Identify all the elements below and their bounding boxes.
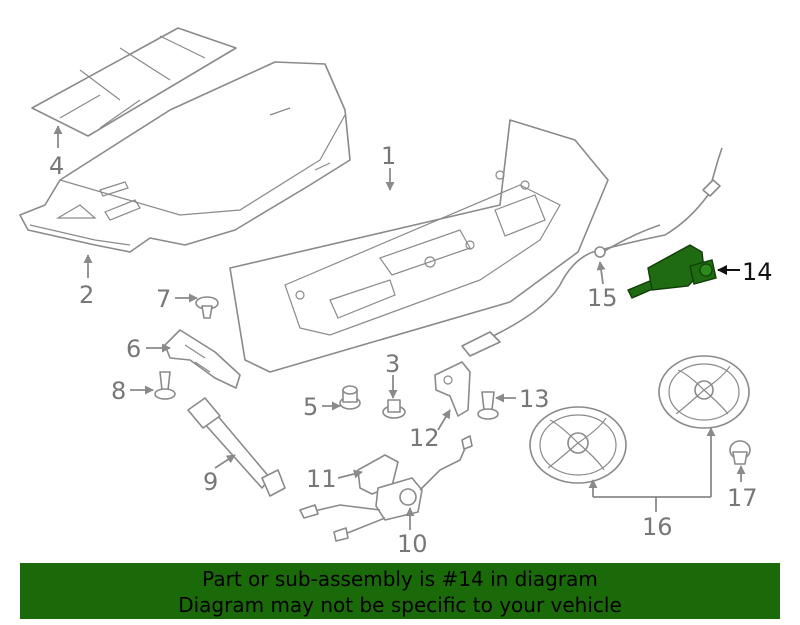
part-7-clip [195, 296, 219, 319]
part-13-screw [477, 391, 499, 420]
callout-5: 5 [303, 393, 318, 421]
callout-2: 2 [79, 281, 94, 309]
part-2-rear-shelf [19, 61, 351, 253]
callout-9: 9 [203, 468, 218, 496]
callout-6: 6 [126, 335, 141, 363]
part-16-fan-right [658, 355, 750, 429]
banner-line-2: Diagram may not be specific to your vehi… [178, 593, 622, 617]
part-8-bolt [154, 371, 176, 400]
part-9-gas-strut [187, 397, 286, 497]
part-3-stopper [382, 399, 406, 419]
leader-lines [53, 125, 746, 530]
part-4-insulator-pad [31, 27, 237, 137]
parts-diagram: 1 2 3 4 5 6 7 8 9 10 11 12 13 14 15 16 1… [19, 27, 773, 558]
info-banner: Part or sub-assembly is #14 in diagram D… [20, 563, 780, 619]
callout-13: 13 [519, 385, 550, 413]
callout-8: 8 [111, 377, 126, 405]
callout-11: 11 [306, 465, 337, 493]
part-6-hinge [164, 329, 241, 389]
part-1-trunk-lid [229, 119, 609, 373]
callout-4: 4 [49, 152, 64, 180]
banner-line-1: Part or sub-assembly is #14 in diagram [202, 567, 598, 591]
callout-16: 16 [642, 513, 673, 541]
callout-1: 1 [381, 142, 396, 170]
callout-14: 14 [742, 258, 773, 286]
part-5-bumper [339, 385, 361, 410]
part-17-clip [729, 440, 751, 465]
callout-10: 10 [397, 530, 428, 558]
callout-12: 12 [409, 424, 440, 452]
part-16-fan-left [529, 406, 627, 484]
callout-3: 3 [385, 350, 400, 378]
callout-7: 7 [156, 285, 171, 313]
part-15-release-cable [461, 147, 723, 357]
callout-17: 17 [727, 484, 758, 512]
callout-15: 15 [587, 284, 618, 312]
part-14-actuator [627, 244, 717, 299]
callout-labels: 1 2 3 4 5 6 7 8 9 10 11 12 13 14 15 16 1… [49, 142, 773, 558]
part-12-bracket [434, 361, 471, 417]
